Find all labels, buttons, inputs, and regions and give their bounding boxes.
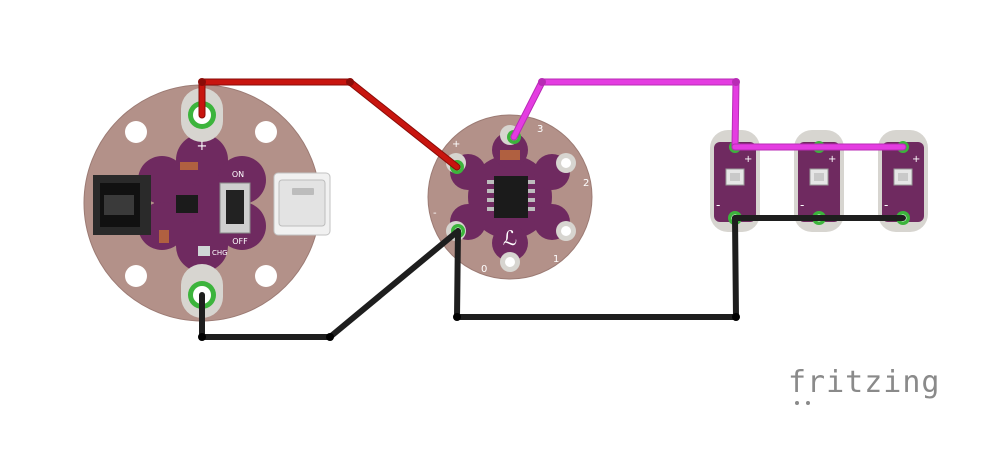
resistor xyxy=(180,162,198,170)
led-1-plus-label: + xyxy=(744,154,752,165)
signal-wire[interactable] xyxy=(511,79,739,150)
power-supply-board: + ON OFF CHG xyxy=(83,84,331,322)
controller-minus-label: - xyxy=(433,208,437,219)
wire-bendpoints xyxy=(198,78,740,341)
regulator-chip xyxy=(176,195,198,213)
power-wire[interactable] xyxy=(199,79,460,170)
led-board-1: + - xyxy=(710,130,760,232)
pin-1-label: 1 xyxy=(553,254,559,265)
capacitor xyxy=(500,150,520,160)
led-2-plus-label: + xyxy=(828,154,836,165)
controller-plus-label: + xyxy=(452,139,460,150)
fritzing-logo-dots xyxy=(795,401,810,405)
chg-led xyxy=(198,246,210,256)
pin-2-label: 2 xyxy=(583,178,589,189)
fritzing-logo: fritzing xyxy=(788,365,941,400)
pin-3-label: 3 xyxy=(537,124,543,135)
ground-wire[interactable] xyxy=(199,228,461,340)
lilypad-logo: ℒ xyxy=(503,226,517,250)
led-board-3: + - xyxy=(878,130,928,232)
switch-off-label: OFF xyxy=(232,237,248,246)
power-plus-label: + xyxy=(197,139,208,154)
chg-label: CHG xyxy=(212,249,228,257)
led-1-minus-label: - xyxy=(716,198,720,212)
led-3-minus-label: - xyxy=(884,198,888,212)
microcontroller-chip xyxy=(487,176,535,218)
led-3-plus-label: + xyxy=(912,154,920,165)
mounting-hole xyxy=(125,265,147,287)
capacitor xyxy=(159,230,169,243)
controller-pin-1-pad[interactable] xyxy=(561,226,571,236)
mounting-hole xyxy=(255,121,277,143)
switch-on-label: ON xyxy=(232,170,244,179)
controller-pin-2-pad[interactable] xyxy=(561,158,571,168)
controller-board: ℒ 3 2 1 0 + - xyxy=(427,114,593,280)
pin-0-label: 0 xyxy=(481,264,487,275)
mounting-hole xyxy=(125,121,147,143)
ground-wire-leds[interactable] xyxy=(454,215,739,320)
controller-pin-0-pad[interactable] xyxy=(505,257,515,267)
led-2-minus-label: - xyxy=(800,198,804,212)
mounting-hole xyxy=(255,265,277,287)
